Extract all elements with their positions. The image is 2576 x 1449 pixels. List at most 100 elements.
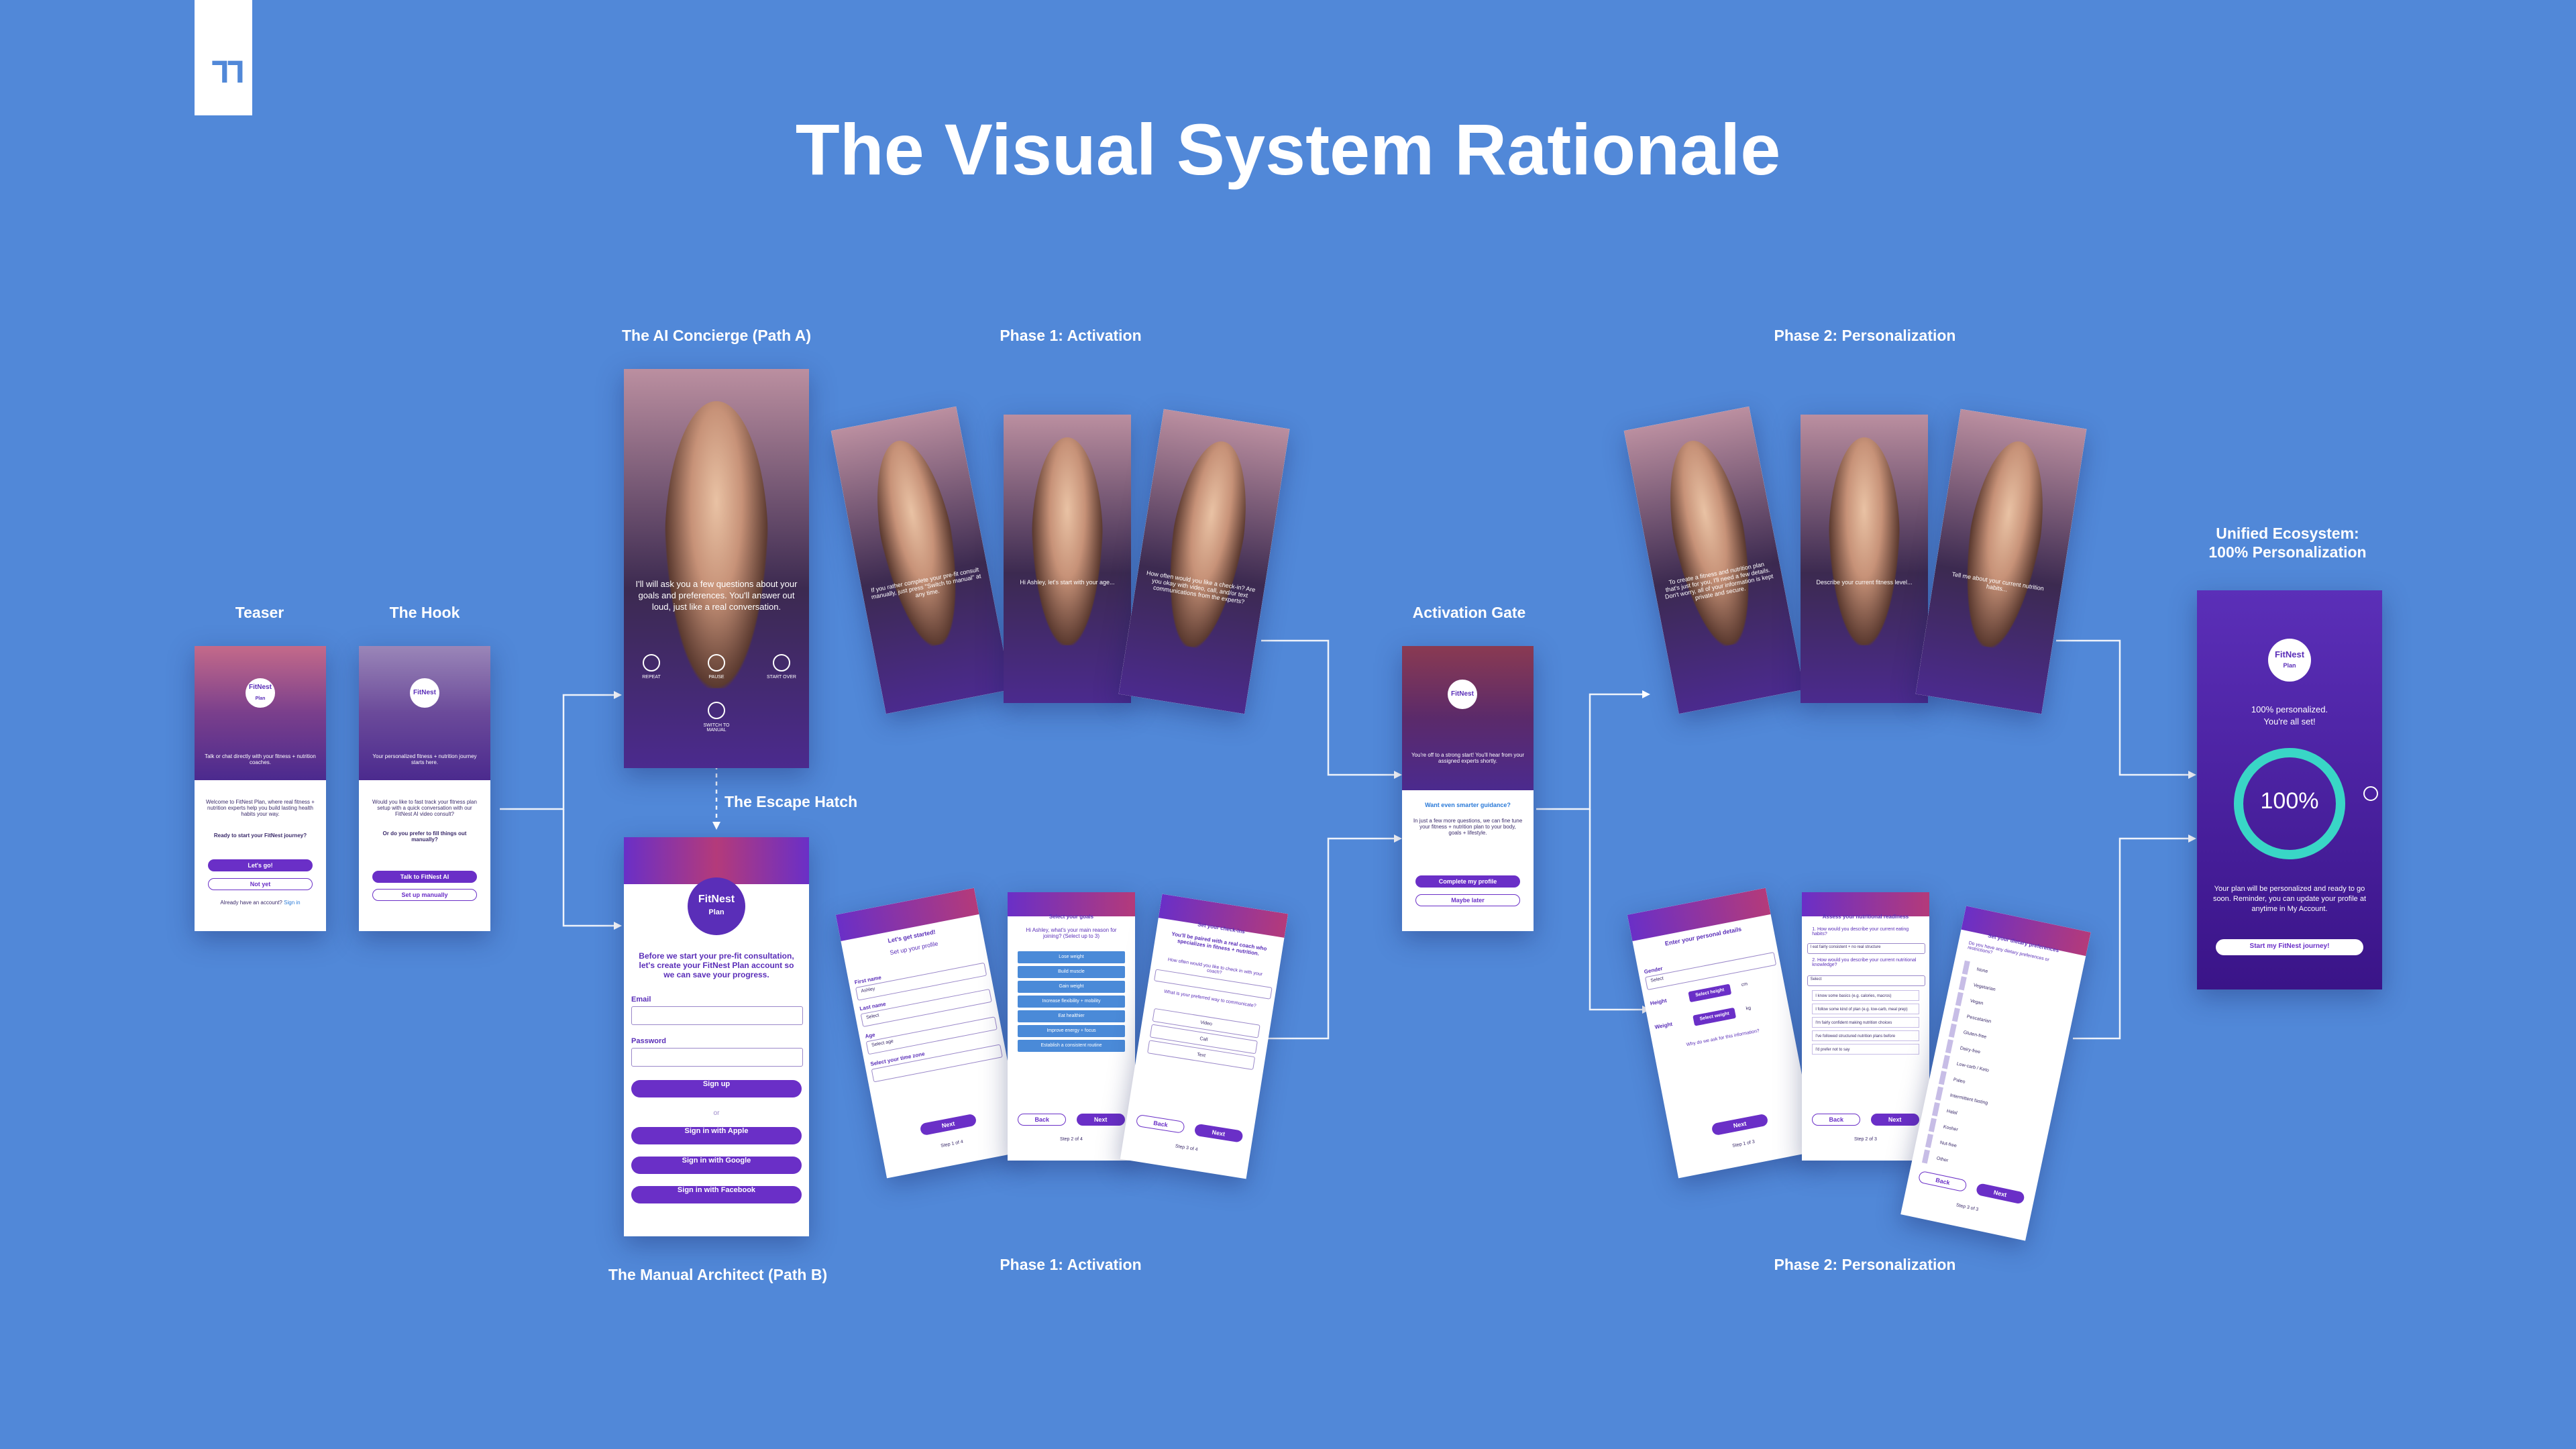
concierge-video: I'll will ask you a few questions about … [624,369,809,768]
activation-gate-screen: FitNest You're off to a strong start! Yo… [1402,646,1534,931]
talk-to-ai-button[interactable]: Talk to FitNest AI [372,871,478,883]
phase2-video-card-2: Describe your current fitness level... [1801,415,1928,703]
fitnest-logo: FitNestPlan [2268,639,2311,682]
password-label: Password [631,1037,666,1045]
hook-question: Would you like to fast track your fitnes… [370,799,480,817]
form-title: Select your goals [1018,914,1125,920]
control-label: START OVER [761,675,802,680]
field-value: Select [866,1013,879,1020]
coach-face [1829,437,1900,645]
switch-manual-icon[interactable] [708,702,725,719]
coach-face [1032,437,1103,645]
step-indicator: Step 3 of 4 [1133,1137,1240,1159]
height-unit: cm [1741,981,1748,987]
back-button[interactable]: Back [1918,1171,1968,1193]
label-activation-gate: Activation Gate [1382,604,1556,622]
next-button[interactable]: Next [1711,1114,1769,1136]
arrowhead [1394,835,1402,843]
next-button[interactable]: Next [1871,1114,1919,1126]
start-journey-button[interactable]: Start my FitNest journey! [2216,939,2364,955]
coach-face [1155,436,1258,652]
label-phase2-top: Phase 2: Personalization [1744,327,1986,345]
signup-button[interactable]: Sign up [631,1080,802,1097]
teaser-prompt: Ready to start your FitNest journey? [205,833,316,839]
back-button[interactable]: Back [1812,1114,1860,1126]
email-field[interactable] [631,1006,803,1025]
teaser-screen: FitNestPlan Talk or chat directly with y… [195,646,326,931]
label-phase1-top: Phase 1: Activation [970,327,1171,345]
password-field[interactable] [631,1048,803,1067]
goal-option[interactable]: Lose weight [1018,951,1125,963]
maybe-later-button[interactable]: Maybe later [1415,894,1521,906]
arrowhead [1394,771,1402,779]
facebook-signin-button[interactable]: Sign in with Facebook [631,1186,802,1203]
signin-link[interactable]: Sign in [284,900,300,906]
height-select[interactable]: Select height [1688,983,1732,1002]
step-indicator: Step 2 of 3 [1812,1137,1919,1142]
email-label: Email [631,996,651,1004]
weight-unit: kg [1746,1006,1752,1011]
step-indicator: Step 2 of 4 [1018,1137,1125,1142]
next-button[interactable]: Next [1077,1114,1125,1126]
connector-gate-to-phase2b [1590,809,1642,1010]
goal-option[interactable]: Gain weight [1018,981,1125,993]
knowledge-option[interactable]: I've followed structured nutrition plans… [1812,1030,1919,1041]
label-teaser: Teaser [201,604,318,622]
goal-option[interactable]: Establish a consistent routine [1018,1040,1125,1052]
next-button[interactable]: Next [920,1114,977,1136]
back-button[interactable]: Back [1018,1114,1066,1126]
video-caption: Hi Ashley, let's start with your age... [1011,579,1123,586]
form-question: Hi Ashley, what's your main reason for j… [1018,927,1125,939]
eating-habits-select[interactable]: I eat fairly consistent + no real struct… [1807,943,1926,954]
arrowhead [2188,771,2196,779]
next-button[interactable]: Next [1193,1124,1243,1143]
goal-option[interactable]: Increase flexibility + mobility [1018,996,1125,1008]
weight-select[interactable]: Select weight [1693,1008,1736,1026]
next-arrow-icon[interactable] [2363,786,2378,801]
hook-hero-caption: Your personalized fitness + nutrition jo… [367,753,482,765]
knowledge-option[interactable]: I follow some kind of plan (e.g. low-car… [1812,1004,1919,1014]
gender-select[interactable]: Select [1645,952,1776,990]
repeat-icon[interactable] [643,654,660,672]
manual-intro: Before we start your pre-fit consultatio… [639,951,794,979]
knowledge-option[interactable]: I know some basics (e.g. calories, macro… [1812,990,1919,1001]
teaser-primary-button[interactable]: Let's go! [208,859,313,871]
label-unified-1: Unified Ecosystem: [2160,525,2415,543]
info-link[interactable]: Why do we ask for this information? [1664,1024,1781,1052]
goal-option[interactable]: Build muscle [1018,966,1125,978]
hook-hero-image: FitNest Your personalized fitness + nutr… [359,646,490,780]
form-q1: 1. How would you describe your current e… [1812,927,1919,936]
back-button[interactable]: Back [1136,1114,1185,1134]
knowledge-option[interactable]: I'm fairly confident making nutrition ch… [1812,1017,1919,1028]
knowledge-option[interactable]: I'd prefer not to say [1812,1044,1919,1055]
goal-option[interactable]: Improve energy + focus [1018,1025,1125,1037]
next-button[interactable]: Next [1975,1183,2025,1205]
or-divider: or [631,1110,802,1117]
gate-body: In just a few more questions, we can fin… [1413,818,1523,836]
teaser-secondary-button[interactable]: Not yet [208,878,313,890]
goal-option[interactable]: Eat healthier [1018,1010,1125,1022]
step-indicator: Step 1 of 4 [894,1130,1010,1158]
teaser-hero-caption: Talk or chat directly with your fitness … [203,753,318,765]
concierge-screen: I'll will ask you a few questions about … [624,369,809,768]
apple-signin-button[interactable]: Sign in with Apple [631,1127,802,1144]
label-phase2-bottom: Phase 2: Personalization [1744,1256,1986,1274]
form-title: Assess your nutritional readiness [1812,914,1919,920]
complete-profile-button[interactable]: Complete my profile [1415,875,1521,888]
teaser-hero-image: FitNestPlan Talk or chat directly with y… [195,646,326,780]
field-label: Weight [1654,1021,1673,1030]
label-unified-2: 100% Personalization [2160,543,2415,561]
connector-hook-to-concierge [500,695,614,809]
knowledge-select[interactable]: Select [1807,975,1926,986]
pause-icon[interactable] [708,654,725,672]
coach-video: Describe your current fitness level... [1801,415,1928,703]
start-over-icon[interactable] [773,654,790,672]
field-value: Select [1811,977,1822,981]
google-signin-button[interactable]: Sign in with Google [631,1157,802,1174]
gate-question: Want even smarter guidance? [1413,802,1523,808]
phase1-form-card-2: Select your goals Hi Ashley, what's your… [1008,892,1135,1161]
set-up-manually-button[interactable]: Set up manually [372,889,478,901]
field-value: Select age [871,1039,894,1048]
field-label: Age [865,1032,876,1040]
